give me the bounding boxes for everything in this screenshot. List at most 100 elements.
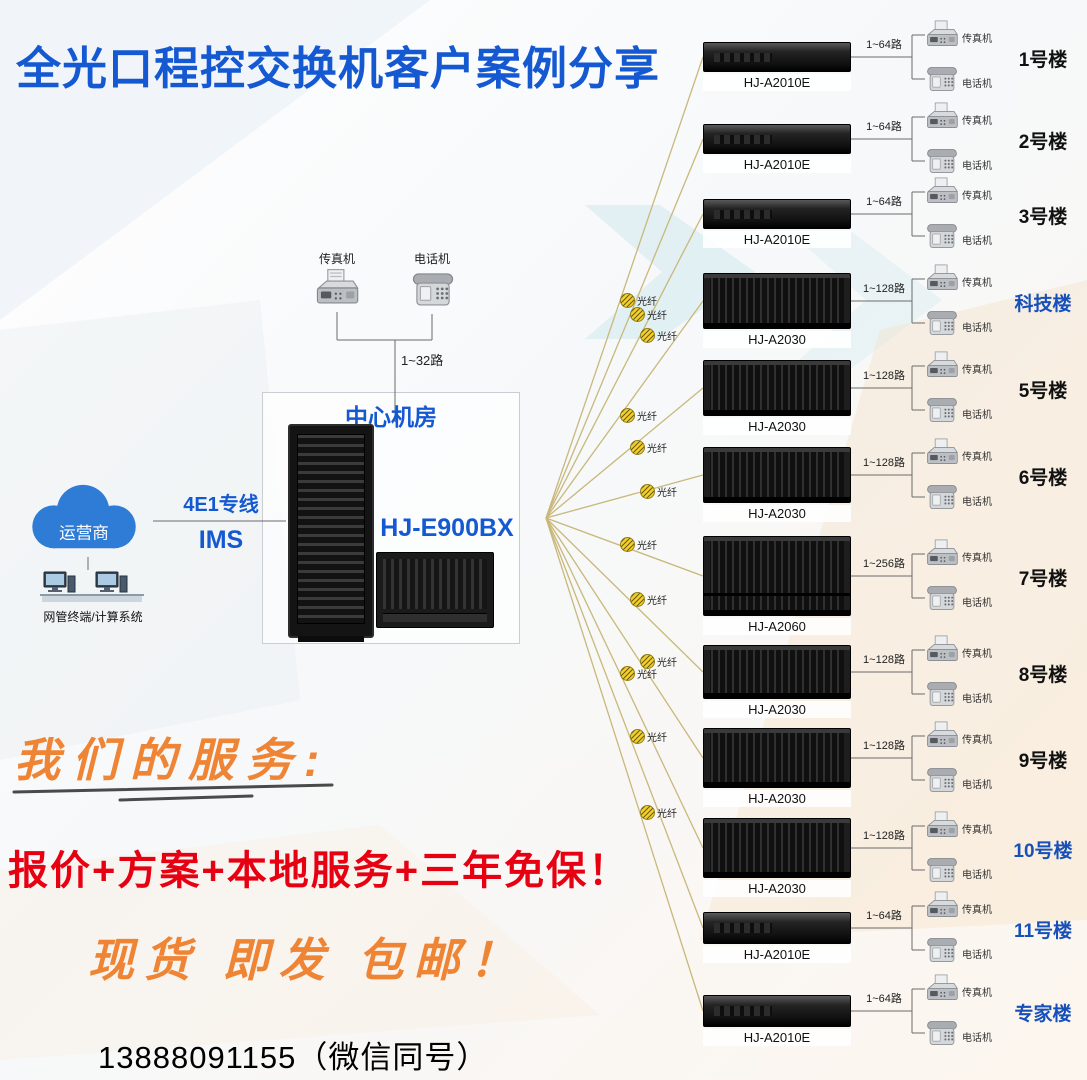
access-device-image (703, 124, 851, 154)
fax-endpoint: 传真机 (925, 974, 992, 1008)
phone-label: 电话机 (962, 160, 992, 172)
switch-model-label: HJ-E900BX (380, 514, 514, 542)
fax-icon (925, 351, 959, 385)
page-title: 全光口程控交换机客户案例分享 (16, 43, 661, 94)
phone-icon (410, 270, 456, 315)
phone-label: 电话机 (962, 78, 992, 90)
fax-icon (925, 635, 959, 669)
fiber-label: 光纤 (657, 809, 677, 821)
promo-line: 报价+方案+本地服务+三年免保！ (8, 849, 631, 893)
fiber-label: 光纤 (647, 733, 667, 745)
fiber-coil-icon (620, 407, 635, 423)
access-device-image (703, 360, 851, 416)
phone-icon (925, 584, 959, 618)
workstation-icons (40, 568, 144, 606)
phone-endpoint: 电话机 (925, 309, 992, 343)
fax-label: 传真机 (962, 904, 992, 916)
capacity-label: 1~128路 (863, 654, 905, 666)
fax-icon (925, 177, 959, 211)
phone-icon (925, 222, 959, 256)
fiber-coil-icon (630, 440, 645, 456)
fax-icon (925, 539, 959, 573)
phone-icon (925, 856, 959, 890)
fiber-label: 光纤 (647, 311, 667, 323)
fax-label: 传真机 (962, 277, 992, 289)
building-label: 7号楼 (1018, 569, 1068, 590)
phone-icon (925, 65, 959, 99)
phone-icon (925, 680, 959, 714)
fax-icon (925, 264, 959, 298)
switch-device-image (376, 552, 494, 628)
capacity-label: 1~128路 (863, 740, 905, 752)
fax-label: 传真机 (318, 252, 355, 266)
device-model-label: HJ-A2030 (703, 790, 851, 807)
building-label: 5号楼 (1018, 381, 1068, 402)
fax-endpoint: 传真机 (925, 891, 992, 925)
phone-label: 电话机 (962, 597, 992, 609)
fax-endpoint: 传真机 (925, 351, 992, 385)
phone-endpoint: 电话机 (925, 222, 992, 256)
device-model-label: HJ-A2010E (703, 74, 851, 91)
phone-endpoint: 电话机 (925, 936, 992, 970)
fiber-coil-icon (620, 665, 635, 681)
fiber-coil-icon (640, 653, 655, 669)
fiber-badge: 光纤 (630, 440, 667, 456)
device-model-label: HJ-A2010E (703, 156, 851, 173)
terminal-label: 网管终端/计算系统 (43, 610, 143, 624)
device-model-label: HJ-A2030 (703, 418, 851, 435)
operator-cloud-label: 运营商 (59, 524, 109, 543)
fax-label: 传真机 (962, 824, 992, 836)
fax-icon (925, 811, 959, 845)
phone-icon (925, 309, 959, 343)
fiber-coil-icon (620, 292, 635, 308)
phone-icon (925, 1019, 959, 1053)
fiber-coil-icon (630, 307, 645, 323)
fiber-label: 光纤 (647, 444, 667, 456)
fax-label: 传真机 (962, 364, 992, 376)
phone-label: 电话机 (962, 235, 992, 247)
fax-icon (925, 102, 959, 136)
capacity-label: 1~64路 (866, 993, 902, 1005)
fiber-badge: 光纤 (640, 653, 677, 669)
device-model-label: HJ-A2030 (703, 880, 851, 897)
access-device-image (703, 818, 851, 878)
phone-label: 电话机 (413, 252, 450, 266)
fiber-badge: 光纤 (620, 407, 657, 423)
capacity-label: 1~128路 (863, 830, 905, 842)
phone-endpoint: 电话机 (925, 766, 992, 800)
phone-label: 电话机 (962, 949, 992, 961)
phone-label: 电话机 (962, 322, 992, 334)
fax-label: 传真机 (962, 33, 992, 45)
capacity-label: 1~64路 (866, 196, 902, 208)
fiber-badge: 光纤 (620, 665, 657, 681)
capacity-label: 1~64路 (866, 39, 902, 51)
fax-label: 传真机 (962, 190, 992, 202)
access-device-image (703, 995, 851, 1027)
building-label: 专家楼 (1014, 1004, 1072, 1025)
server-rack-image (288, 424, 374, 642)
fax-label: 传真机 (962, 648, 992, 660)
fiber-badge: 光纤 (640, 327, 677, 343)
fax-endpoint: 传真机 (925, 539, 992, 573)
contact-number: 13888091155（微信同号） (98, 1040, 489, 1075)
fax-endpoint: 传真机 (925, 721, 992, 755)
fax-label: 传真机 (962, 115, 992, 127)
capacity-label: 1~128路 (863, 283, 905, 295)
building-label: 11号楼 (1013, 921, 1073, 942)
device-model-label: HJ-A2010E (703, 946, 851, 963)
access-device-image (703, 728, 851, 788)
phone-label: 电话机 (962, 779, 992, 791)
fiber-badge: 光纤 (620, 292, 657, 308)
fax-endpoint: 传真机 (925, 811, 992, 845)
phone-label: 电话机 (962, 1032, 992, 1044)
fiber-label: 光纤 (637, 541, 657, 553)
phone-endpoint: 电话机 (925, 65, 992, 99)
fax-icon (925, 438, 959, 472)
phone-endpoint: 电话机 (925, 856, 992, 890)
